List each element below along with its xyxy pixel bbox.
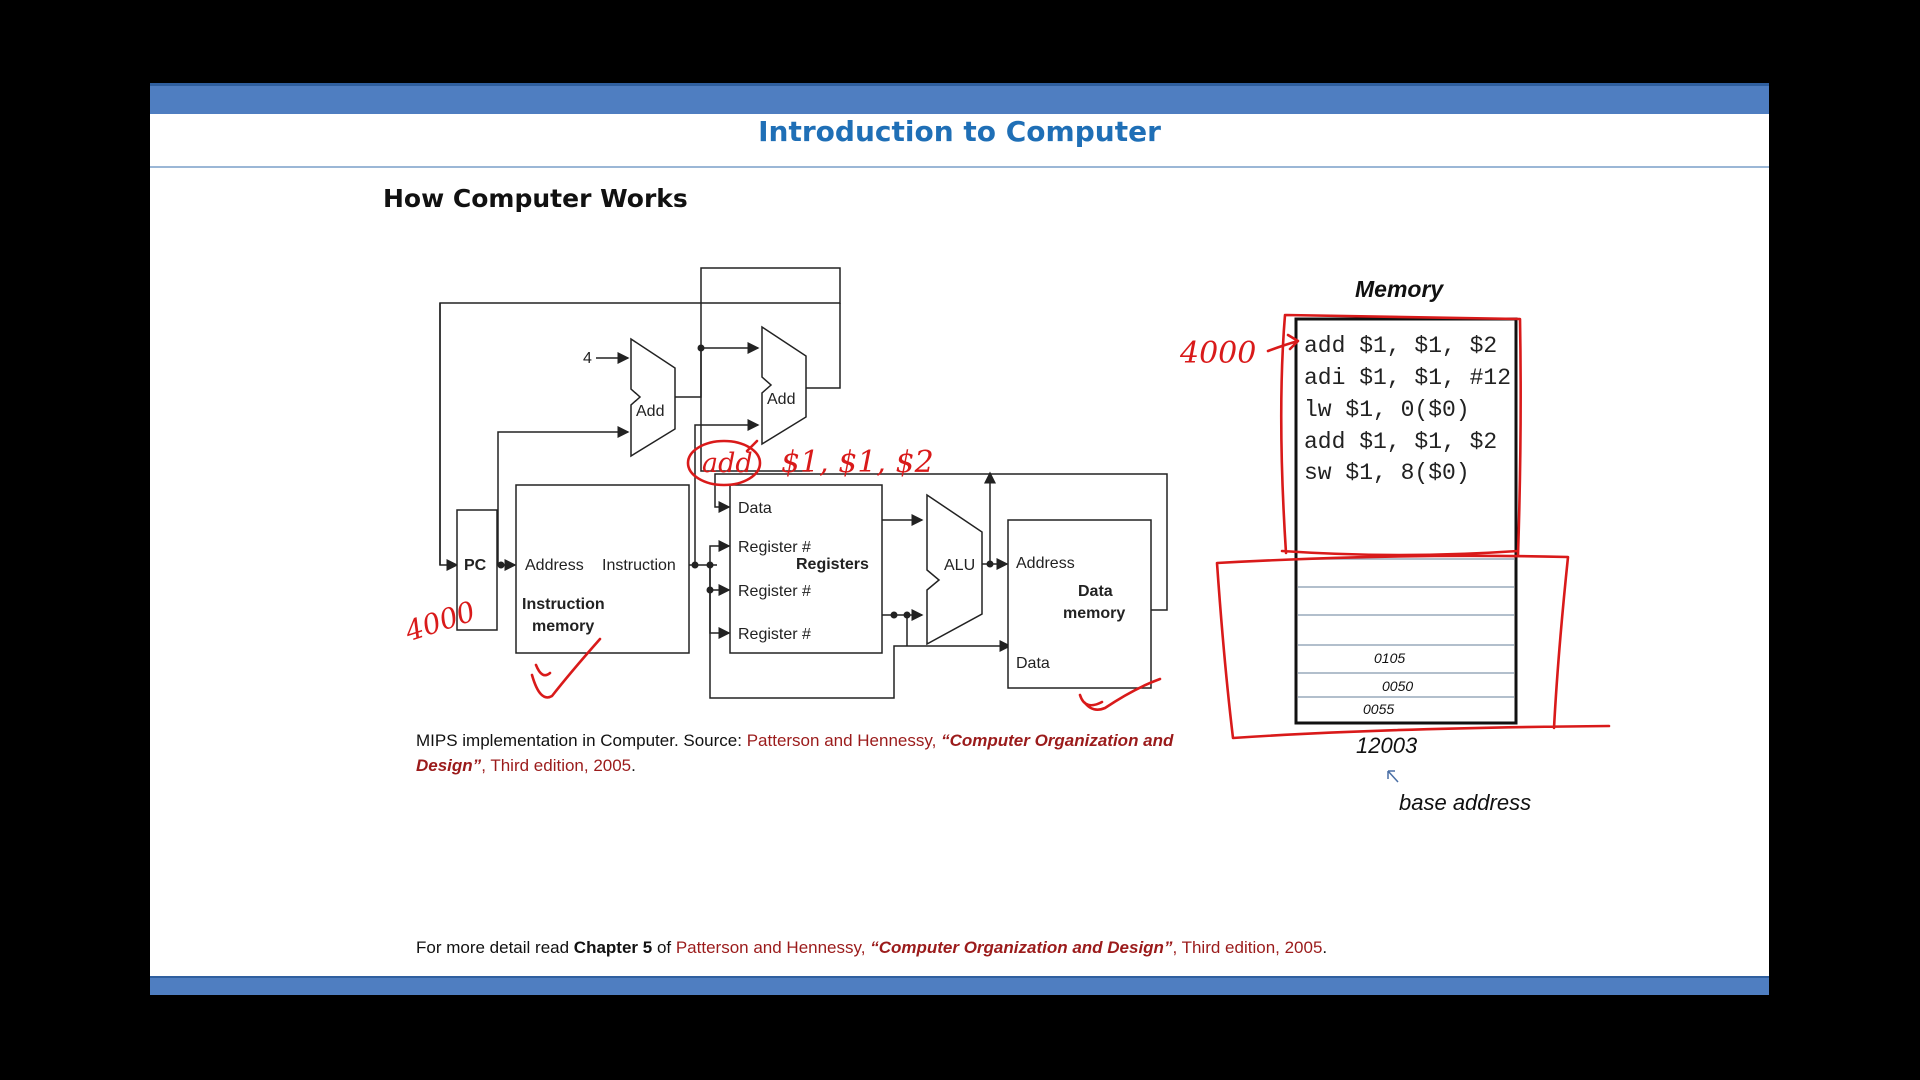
operands-annotation: $1, $1, $2: [781, 445, 934, 480]
im-title-2: memory: [532, 618, 594, 635]
caption-end: .: [631, 756, 636, 775]
footnote-end: .: [1322, 938, 1328, 957]
add-circled-text: add: [702, 448, 753, 479]
im-instruction-label: Instruction: [602, 557, 676, 574]
ink-stroke: [1078, 693, 1104, 707]
memory-pointer-arrow: [1266, 333, 1300, 353]
data-region-outline: [1215, 554, 1611, 740]
slide-top-bar: [150, 83, 1769, 114]
caption-book: “Computer Organization and Design”: [416, 731, 1174, 775]
memory-block: [1294, 317, 1518, 725]
register-file: [729, 484, 883, 654]
add-circle-annotation: [686, 439, 762, 487]
memory-line-4: add $1, $1, $2: [1304, 429, 1497, 455]
mips-diagram: Add Add 4 PC Address Instruction Instruc…: [400, 267, 1611, 815]
footnote-authors: Patterson and Hennessy,: [675, 938, 871, 957]
base-address-arrow-icon: [1387, 770, 1399, 783]
base-address-value: 12003: [1356, 733, 1418, 758]
memory-line-1: add $1, $1, $2: [1304, 333, 1497, 359]
alu-label: ALU: [944, 557, 975, 574]
ink-stroke: [745, 439, 759, 453]
instr-to-add2-wire: [694, 419, 760, 565]
im-address-label: Address: [525, 557, 584, 574]
slide-bottom-bar: [150, 976, 1769, 995]
rf-reg3-label: Register #: [738, 626, 811, 643]
memory-value-annotation: 4000: [1179, 336, 1256, 371]
pc-label: PC: [464, 557, 487, 574]
pc-register: [456, 509, 498, 631]
rf-title: Registers: [796, 556, 869, 573]
add-unit-2: [761, 325, 807, 446]
add-unit-2-label: Add: [767, 391, 795, 408]
alu: [926, 493, 983, 646]
memory-title: Memory: [1355, 276, 1444, 302]
add2-out-wire: [806, 303, 841, 389]
memory-cell-0105: 0105: [1374, 650, 1405, 666]
footnote-mid: of: [652, 938, 676, 957]
caption-prefix: MIPS implementation in Computer. Source:: [416, 731, 747, 750]
dm-data-label: Data: [1016, 655, 1050, 672]
title-divider: [150, 166, 1769, 168]
rf-reg3-wire: [709, 590, 731, 639]
dm-writeback-wire: [714, 473, 1168, 611]
caption-edition: , Third edition, 2005: [481, 756, 632, 775]
bus-wire: [709, 565, 1012, 699]
rf-data-wire: [714, 496, 731, 513]
const-four: 4: [583, 350, 592, 367]
reference-footnote: For more detail read Chapter 5 of Patter…: [416, 938, 1327, 958]
slide-subtitle: How Computer Works: [383, 184, 688, 213]
junction: [691, 561, 699, 569]
ink-stroke: [534, 663, 552, 677]
junction: [890, 611, 898, 619]
diagram-caption: MIPS implementation in Computer. Source:…: [416, 728, 1216, 778]
instruction-memory: [515, 484, 690, 654]
dm-title-1: Data: [1078, 583, 1113, 600]
base-address-label: base address: [1399, 790, 1531, 815]
rf-reg2-wire: [709, 565, 731, 596]
add1-out-wire: [675, 342, 760, 398]
rf-reg1-label: Register #: [738, 539, 811, 556]
footnote-chapter: Chapter 5: [573, 938, 653, 957]
data-memory: [1007, 519, 1152, 689]
pc-input-wire: [439, 303, 459, 571]
slide-title: Introduction to Computer: [758, 115, 1161, 148]
pc-value-annotation: 4000: [400, 595, 479, 649]
instruction-region-outline: [1279, 313, 1522, 557]
junction: [697, 344, 705, 352]
dm-address-label: Address: [1016, 555, 1075, 572]
slide: Introduction to Computer How Computer Wo…: [150, 83, 1769, 995]
dm-title-2: memory: [1063, 605, 1125, 622]
memory-line-2: adi $1, $1, #12: [1304, 365, 1511, 391]
memory-cell-0055: 0055: [1363, 701, 1394, 717]
rf-reg2-label: Register #: [738, 583, 811, 600]
rf-data-label: Data: [738, 500, 772, 517]
caption-authors: Patterson and Hennessy,: [746, 731, 942, 750]
footnote-book: “Computer Organization and Design”: [870, 938, 1173, 957]
add-unit-1-label: Add: [636, 403, 664, 420]
dm-check-mark: [1083, 677, 1162, 711]
rf-reg1-wire: [709, 540, 731, 565]
memory-line-3: lw $1, 0($0): [1304, 397, 1470, 423]
footnote-edition: , Third edition, 2005: [1172, 938, 1323, 957]
memory-line-5: sw $1, 8($0): [1304, 460, 1470, 486]
pc-to-add-wire: [497, 426, 630, 565]
footnote-prefix: For more detail read: [416, 938, 574, 957]
memory-cell-0050: 0050: [1382, 678, 1413, 694]
im-check-mark: [530, 637, 602, 699]
junction: [497, 561, 505, 569]
add-unit-1: [630, 337, 676, 458]
im-title-1: Instruction: [522, 596, 605, 613]
